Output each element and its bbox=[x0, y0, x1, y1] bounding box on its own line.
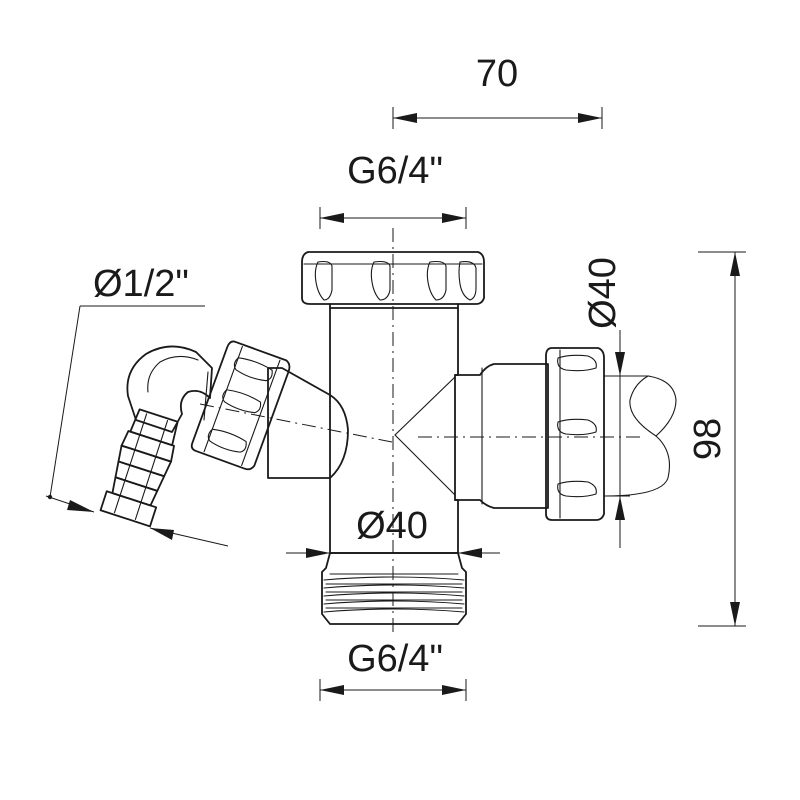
dimension-side-diameter: Ø40 bbox=[582, 257, 630, 548]
dimension-top-thread: G6/4" bbox=[319, 150, 467, 229]
label-hose-nozzle: Ø1/2" bbox=[93, 263, 189, 305]
pipe-break bbox=[603, 375, 671, 497]
bottom-thread bbox=[321, 552, 467, 625]
dimension-bottom-thread: G6/4" bbox=[319, 638, 467, 701]
dimension-98: 98 bbox=[687, 251, 746, 627]
label-bottom-thread: G6/4" bbox=[347, 638, 443, 680]
label-width-70: 70 bbox=[476, 53, 518, 95]
dimension-hose-nozzle: Ø1/2" bbox=[45, 263, 229, 547]
hose-nut bbox=[190, 340, 291, 471]
nozzle-tip bbox=[99, 490, 158, 528]
label-top-thread: G6/4" bbox=[347, 150, 443, 192]
label-side-diameter: Ø40 bbox=[582, 257, 624, 329]
label-height-98: 98 bbox=[687, 418, 729, 460]
centerlines bbox=[199, 228, 640, 636]
dimension-body-diameter: Ø40 bbox=[286, 505, 500, 558]
side-branch bbox=[454, 347, 677, 521]
hose-branch bbox=[99, 340, 349, 528]
label-body-diameter: Ø40 bbox=[356, 505, 428, 547]
top-nut bbox=[301, 251, 485, 305]
elbow bbox=[126, 345, 213, 433]
dimension-70: 70 bbox=[392, 53, 603, 129]
side-nut bbox=[545, 347, 605, 521]
